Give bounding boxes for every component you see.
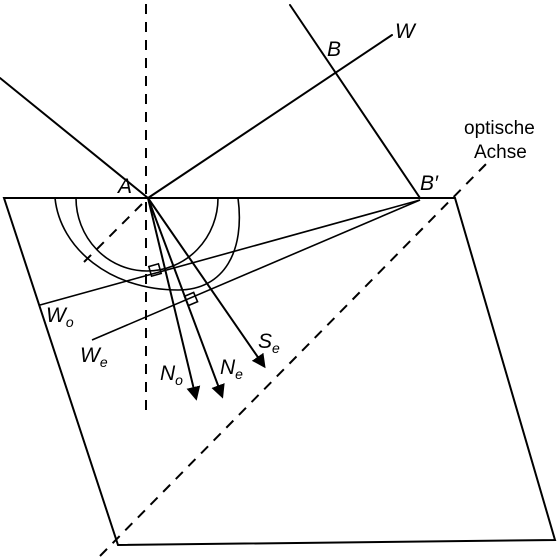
- label-we: We: [80, 344, 108, 370]
- ray-energy-extraordinary: [147, 197, 266, 369]
- label-wo: Wo: [46, 304, 74, 330]
- wavefront-line-w: [147, 34, 393, 199]
- crystal-outline: [2, 197, 557, 547]
- optic-axis-line: [99, 159, 491, 557]
- right-angle-marker-o: [147, 262, 163, 278]
- label-a: A: [116, 175, 132, 198]
- ray-normal-ordinary: [147, 197, 201, 401]
- label-se: Se: [258, 330, 280, 356]
- extraordinary-wavelet: [54, 197, 241, 291]
- ray-normal-extraordinary: [147, 197, 225, 399]
- wavefront-extraordinary: [91, 199, 421, 341]
- wavefront-ordinary: [39, 199, 421, 306]
- label-ne: Ne: [220, 356, 243, 382]
- label-no: No: [160, 362, 183, 388]
- optic-axis-local: [83, 197, 149, 263]
- optic-axis-label-line2: Achse: [474, 142, 527, 163]
- optic-axis-label-line1: optische: [464, 118, 535, 139]
- label-b-prime: B′: [420, 172, 439, 195]
- incident-ray-b: [289, 4, 421, 199]
- label-w: W: [395, 20, 417, 43]
- label-b: B: [327, 38, 341, 61]
- ordinary-wavelet: [75, 197, 219, 272]
- incident-ray-a: [0, 77, 149, 199]
